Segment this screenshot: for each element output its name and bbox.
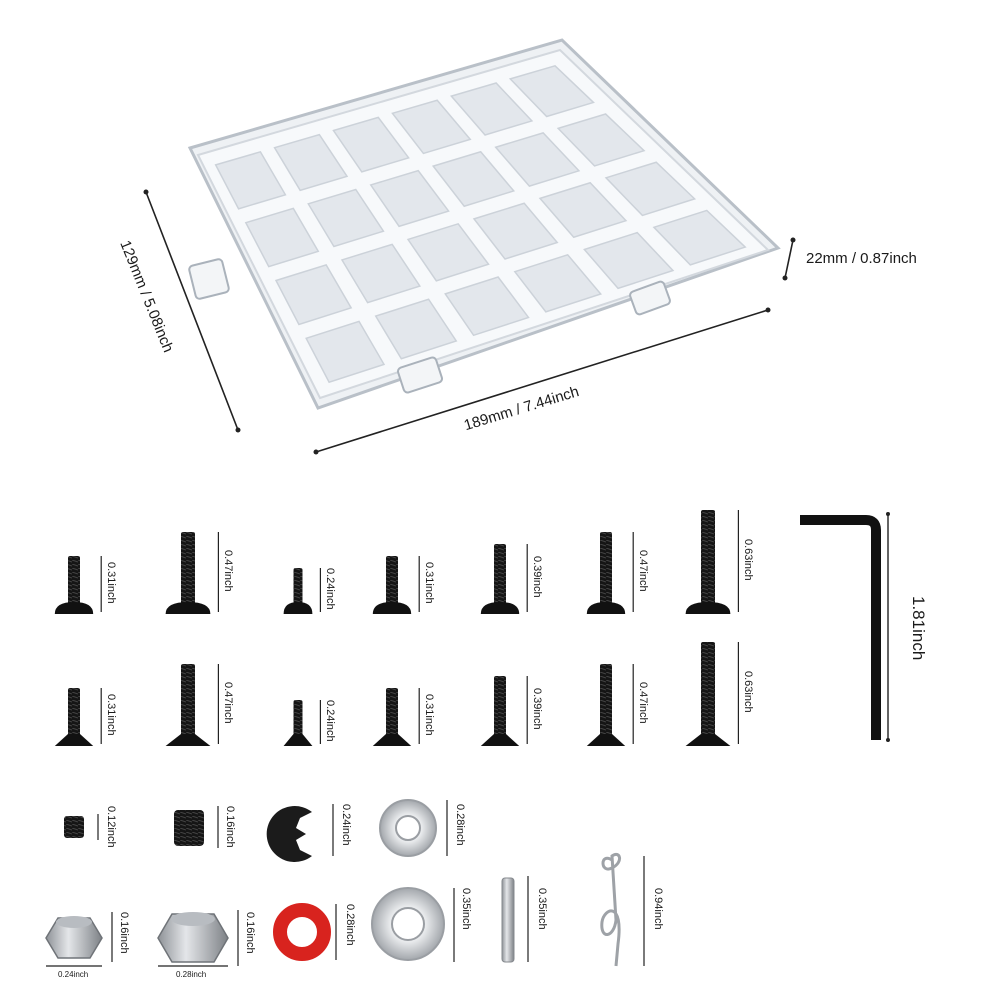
box-compartment: [214, 150, 287, 210]
storage-box: [187, 38, 781, 410]
button-head-screw-label: 0.39inch: [531, 556, 544, 598]
flat-head-screw-label: 0.63inch: [742, 671, 755, 713]
box-compartment: [652, 209, 747, 266]
set-screw-large: [174, 806, 219, 848]
flat-head-screws: [54, 642, 740, 746]
button-head-screw-label: 0.47inch: [222, 550, 235, 592]
flat-head-screw-label: 0.31inch: [423, 694, 436, 736]
washer-large-label: 0.35inch: [460, 888, 472, 930]
washer-small-label: 0.28inch: [454, 804, 466, 846]
storage-box-illustration: [143, 38, 796, 455]
box-compartment: [340, 243, 422, 304]
lock-nut-large-width-label: 0.28inch: [176, 970, 207, 979]
box-compartment: [374, 298, 458, 360]
width-dimension-line: [315, 309, 769, 453]
washer-large: [371, 887, 455, 962]
box-compartment: [508, 64, 595, 118]
button-head-screw-label: 0.63inch: [742, 539, 755, 581]
box-compartment: [274, 263, 353, 326]
hex-key-label: 1.81inch: [909, 596, 928, 661]
flat-head-screw: [685, 642, 740, 746]
steel-pin: [501, 876, 529, 963]
box-compartment: [391, 99, 472, 155]
box-compartment: [538, 181, 628, 239]
button-head-screws: [54, 510, 740, 614]
height-dimension-line: [145, 191, 239, 431]
box-compartment: [307, 188, 385, 248]
box-latch-left: [188, 258, 230, 300]
button-head-screw-label: 0.31inch: [423, 562, 436, 604]
box-compartment: [244, 207, 320, 268]
box-latch-right: [629, 280, 671, 316]
button-head-screw: [685, 510, 740, 614]
button-head-screw-label: 0.31inch: [105, 562, 118, 604]
button-head-screw-label: 0.47inch: [637, 550, 650, 592]
flat-head-screw-label: 0.24inch: [324, 700, 337, 742]
box-latch-bottom: [397, 356, 443, 394]
lock-nut-small: [45, 912, 113, 967]
box-compartment: [450, 82, 534, 136]
box-compartment: [273, 133, 349, 192]
button-head-screw: [480, 544, 528, 614]
box-compartment: [604, 161, 697, 217]
e-clip-label: 0.24inch: [340, 804, 352, 846]
set-screw-small: [64, 814, 99, 840]
flat-head-screw: [283, 700, 321, 746]
button-head-screw: [283, 568, 321, 614]
box-compartment: [444, 276, 530, 337]
button-head-screw: [165, 532, 219, 614]
hex-key: [800, 512, 890, 742]
flat-head-screw: [165, 664, 219, 746]
box-compartment: [556, 113, 646, 167]
box-compartment: [583, 231, 675, 290]
box-compartment: [369, 169, 450, 228]
button-head-screw-label: 0.24inch: [324, 568, 337, 610]
button-head-screw: [372, 556, 420, 614]
button-head-screw: [586, 532, 634, 614]
box-compartment: [431, 150, 516, 208]
box-compartment: [472, 202, 559, 260]
o-ring-label: 0.28inch: [344, 904, 356, 946]
r-clip: [600, 853, 645, 967]
lock-nut-large: [157, 910, 239, 967]
set-screw-large-label: 0.16inch: [224, 806, 236, 848]
flat-head-screw: [480, 676, 528, 746]
flat-head-screw-label: 0.47inch: [222, 682, 235, 724]
washer-small: [379, 799, 448, 857]
flat-head-screw: [54, 688, 102, 746]
flat-head-screw-label: 0.31inch: [105, 694, 118, 736]
box-compartment: [406, 222, 490, 282]
box-compartment: [305, 320, 386, 384]
box-compartment: [494, 132, 581, 187]
pin-label: 0.35inch: [536, 888, 548, 930]
box-compartment: [513, 253, 603, 313]
flat-head-screw: [372, 688, 420, 746]
lock-nut-small-height-label: 0.16inch: [118, 912, 130, 954]
o-ring: [273, 903, 337, 961]
flat-head-screw-label: 0.47inch: [637, 682, 650, 724]
set-screw-small-label: 0.12inch: [105, 806, 117, 848]
box-compartment: [332, 116, 410, 173]
r-clip-label: 0.94inch: [652, 888, 664, 930]
flat-head-screw-label: 0.39inch: [531, 688, 544, 730]
lock-nut-large-height-label: 0.16inch: [244, 912, 256, 954]
depth-dimension-line: [784, 239, 794, 279]
button-head-screw: [54, 556, 102, 614]
depth-dimension-label: 22mm / 0.87inch: [806, 250, 917, 267]
flat-head-screw: [586, 664, 634, 746]
e-clip: [266, 804, 334, 863]
lock-nut-small-width-label: 0.24inch: [58, 970, 89, 979]
